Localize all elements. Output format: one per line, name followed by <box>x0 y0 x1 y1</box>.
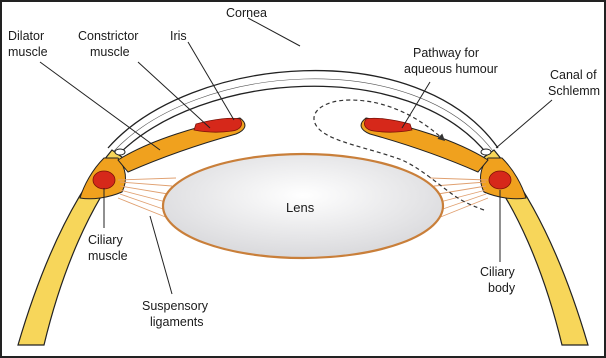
cornea-outer <box>108 71 498 148</box>
label-dilator-line1: Dilator <box>8 29 44 43</box>
constrictor-muscle-right <box>364 118 412 132</box>
label-pathway-line1: Pathway for <box>413 46 479 60</box>
label-ciliary-body-line1: Ciliary <box>480 265 515 279</box>
ciliary-muscle-right <box>489 171 511 189</box>
label-iris: Iris <box>170 29 187 43</box>
label-suspensory-line2: ligaments <box>150 315 204 329</box>
label-constrictor-line2: muscle <box>90 45 130 59</box>
label-lens: Lens <box>286 200 315 215</box>
label-ciliary-muscle-line2: muscle <box>88 249 128 263</box>
ciliary-muscle-left <box>93 171 115 189</box>
label-dilator-line2: muscle <box>8 45 48 59</box>
canal-of-schlemm-right <box>481 149 491 155</box>
label-cornea: Cornea <box>226 6 267 20</box>
label-suspensory-line1: Suspensory <box>142 299 209 313</box>
canal-of-schlemm-left <box>115 149 125 155</box>
label-pathway-line2: aqueous humour <box>404 62 498 76</box>
label-constrictor-line1: Constrictor <box>78 29 138 43</box>
label-ciliary-body-line2: body <box>488 281 516 295</box>
label-canal-line2: Schlemm <box>548 84 600 98</box>
label-ciliary-muscle-line1: Ciliary <box>88 233 123 247</box>
label-canal-line1: Canal of <box>550 68 597 82</box>
